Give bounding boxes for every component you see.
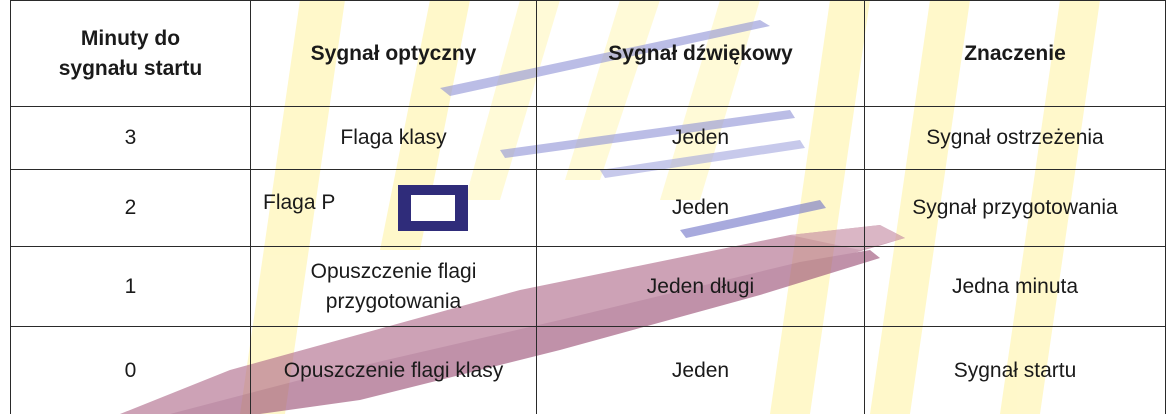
cell-minutes: 1 xyxy=(10,246,251,327)
header-optical-signal: Sygnał optyczny xyxy=(250,0,537,107)
cell-sound-signal: Jeden długi xyxy=(536,246,865,327)
cell-optical-signal: Opuszczenie flagi klasy xyxy=(250,326,537,414)
cell-meaning: Sygnał startu xyxy=(864,326,1166,414)
cell-optical-signal: Opuszczenie flagi przygotowania xyxy=(250,246,537,327)
header-meaning: Znaczenie xyxy=(864,0,1166,107)
table-row: 3 Flaga klasy Jeden Sygnał ostrzeżenia xyxy=(10,106,1166,170)
cell-sound-signal: Jeden xyxy=(536,326,865,414)
cell-minutes: 3 xyxy=(10,106,251,170)
cell-minutes: 0 xyxy=(10,326,251,414)
header-minutes: Minuty do sygnału startu xyxy=(10,0,251,107)
flag-p-label: Flaga P xyxy=(263,191,336,214)
cell-sound-signal: Jeden xyxy=(536,169,865,247)
table-row: 1 Opuszczenie flagi przygotowania Jeden … xyxy=(10,246,1166,327)
cell-meaning: Sygnał przygotowania xyxy=(864,169,1166,247)
flag-p-icon xyxy=(398,185,468,231)
table-row: 2 Flaga P Jeden Sygnał przygotowania xyxy=(10,169,1166,247)
table-row: 0 Opuszczenie flagi klasy Jeden Sygnał s… xyxy=(10,326,1166,414)
start-signals-table: Minuty do sygnału startu Sygnał optyczny… xyxy=(10,0,1166,414)
cell-meaning: Sygnał ostrzeżenia xyxy=(864,106,1166,170)
header-sound-signal: Sygnał dźwiękowy xyxy=(536,0,865,107)
cell-optical-signal: Flaga klasy xyxy=(250,106,537,170)
table-header-row: Minuty do sygnału startu Sygnał optyczny… xyxy=(10,0,1166,107)
cell-sound-signal: Jeden xyxy=(536,106,865,170)
cell-optical-signal: Flaga P xyxy=(250,169,537,247)
cell-minutes: 2 xyxy=(10,169,251,247)
cell-meaning: Jedna minuta xyxy=(864,246,1166,327)
